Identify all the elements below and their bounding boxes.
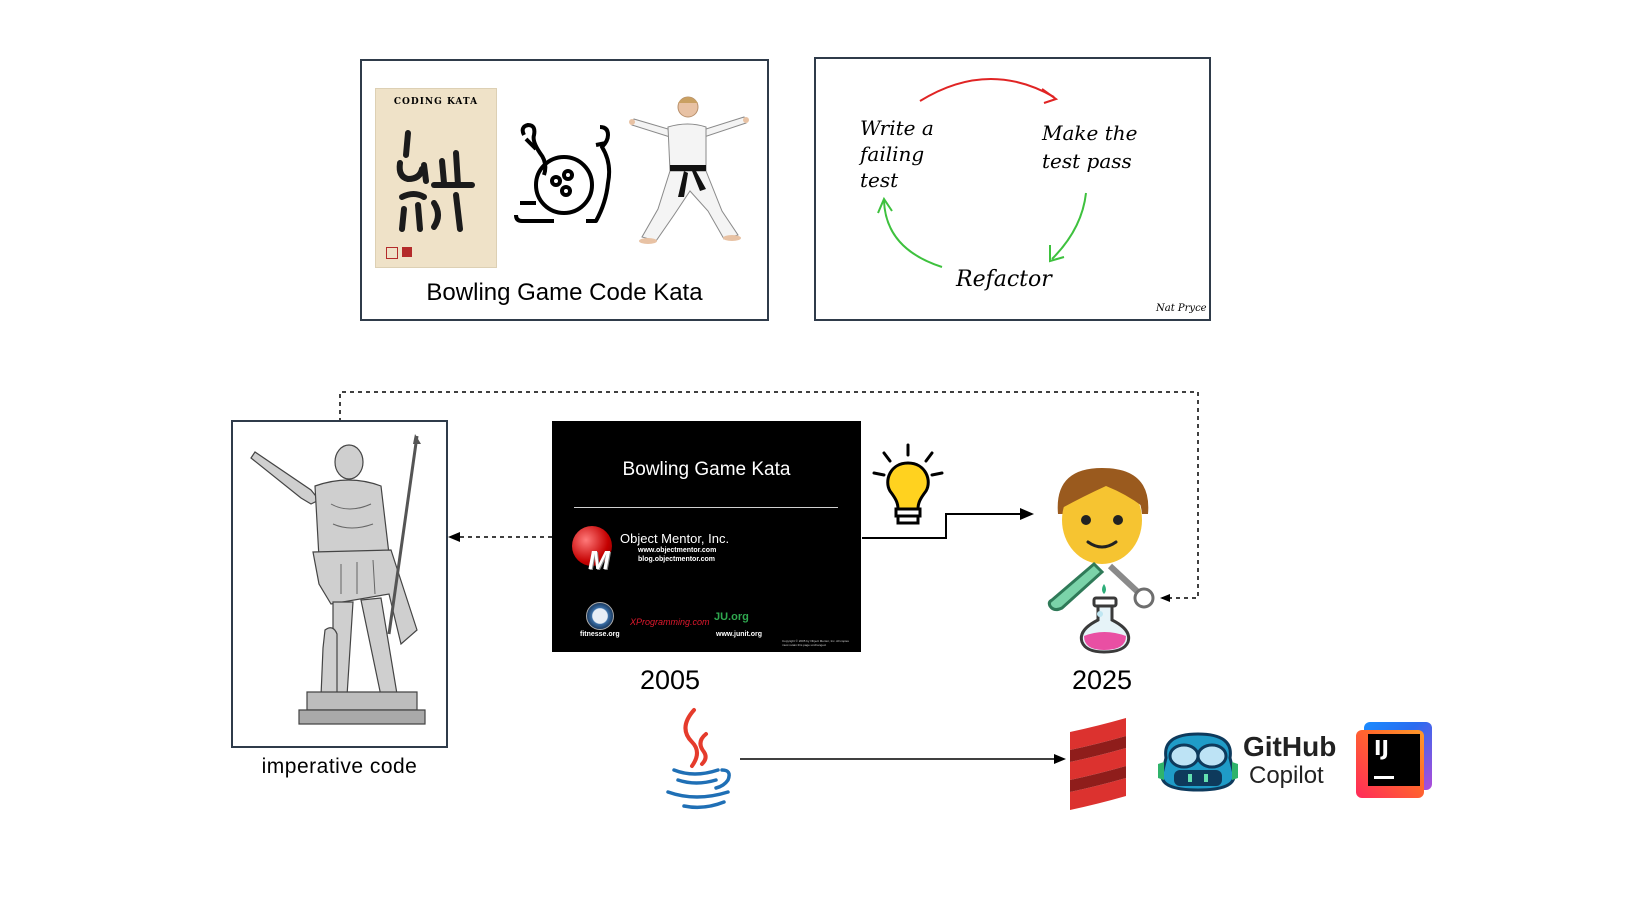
year-2025: 2025 <box>1072 665 1133 695</box>
red-arrow <box>919 77 1055 102</box>
tdd-cycle-panel: Write a failing test Make the test pass … <box>814 57 1211 321</box>
dashed-loop-arrow <box>339 391 1199 599</box>
logo-junit-mark: JU.org <box>714 611 749 623</box>
object-mentor-logo-letter: M <box>588 545 610 575</box>
scala-logo-icon <box>1070 718 1126 810</box>
tdd-signature: Nat Pryce <box>1156 303 1207 314</box>
seal-stamp <box>386 247 398 259</box>
bowling-icon <box>514 123 612 223</box>
green-arrow-left <box>883 200 943 268</box>
copilot-label-copilot: Copilot <box>1249 762 1324 789</box>
intellij-logo-icon: IJ <box>1356 722 1432 798</box>
karate-person-image <box>629 96 749 244</box>
slide-title: Bowling Game Kata <box>622 459 791 480</box>
logo-fitnesse: fitnesse.org <box>580 631 620 638</box>
green-arrow-right <box>1051 192 1087 260</box>
slide-copyright: Copyright © 2005 by Object Mentor, Inc. … <box>782 639 849 647</box>
logo-junit: www.junit.org <box>716 631 763 638</box>
tdd-step-make-test-pass: Make the test pass <box>1042 121 1138 173</box>
copilot-logo-icon <box>1158 732 1238 792</box>
logo-xprogramming: XProgramming.com <box>630 617 710 627</box>
scientist-emoji-icon <box>1047 468 1155 654</box>
intellij-mark: IJ <box>1374 736 1389 760</box>
coding-kata-poster: CODING KATA <box>375 88 497 268</box>
year-2005: 2005 <box>640 665 701 695</box>
statue-panel <box>231 420 448 748</box>
augustus-statue-image <box>250 434 426 725</box>
fitnesse-logo-icon <box>586 602 614 630</box>
lightbulb-icon <box>872 443 944 525</box>
slide-company: Object Mentor, Inc. <box>620 531 730 546</box>
object-mentor-ball-icon <box>572 526 612 566</box>
solid-arrow-to-scientist <box>862 513 1024 539</box>
tdd-cycle-arrows <box>877 77 1087 268</box>
kata-caption: Bowling Game Code Kata <box>426 279 703 306</box>
calligraphy-figure-icon <box>396 130 475 232</box>
slide-divider <box>574 507 838 508</box>
java-logo-icon <box>666 708 731 810</box>
tdd-step-refactor: Refactor <box>956 267 1052 292</box>
statue-caption: imperative code <box>261 755 418 778</box>
kata-panel: CODING KATA <box>360 59 769 321</box>
slide-url-2: blog.objectmentor.com <box>638 556 716 563</box>
bowling-game-kata-slide: Bowling Game Kata M Object Mentor, Inc. … <box>552 421 861 652</box>
seal-stamp-red <box>402 247 412 257</box>
slide-url-1: www.objectmentor.com <box>638 547 717 554</box>
copilot-label-github: GitHub <box>1243 731 1337 762</box>
tdd-step-write-failing-test: Write a failing test <box>860 116 934 192</box>
poster-title: CODING KATA <box>393 97 479 107</box>
